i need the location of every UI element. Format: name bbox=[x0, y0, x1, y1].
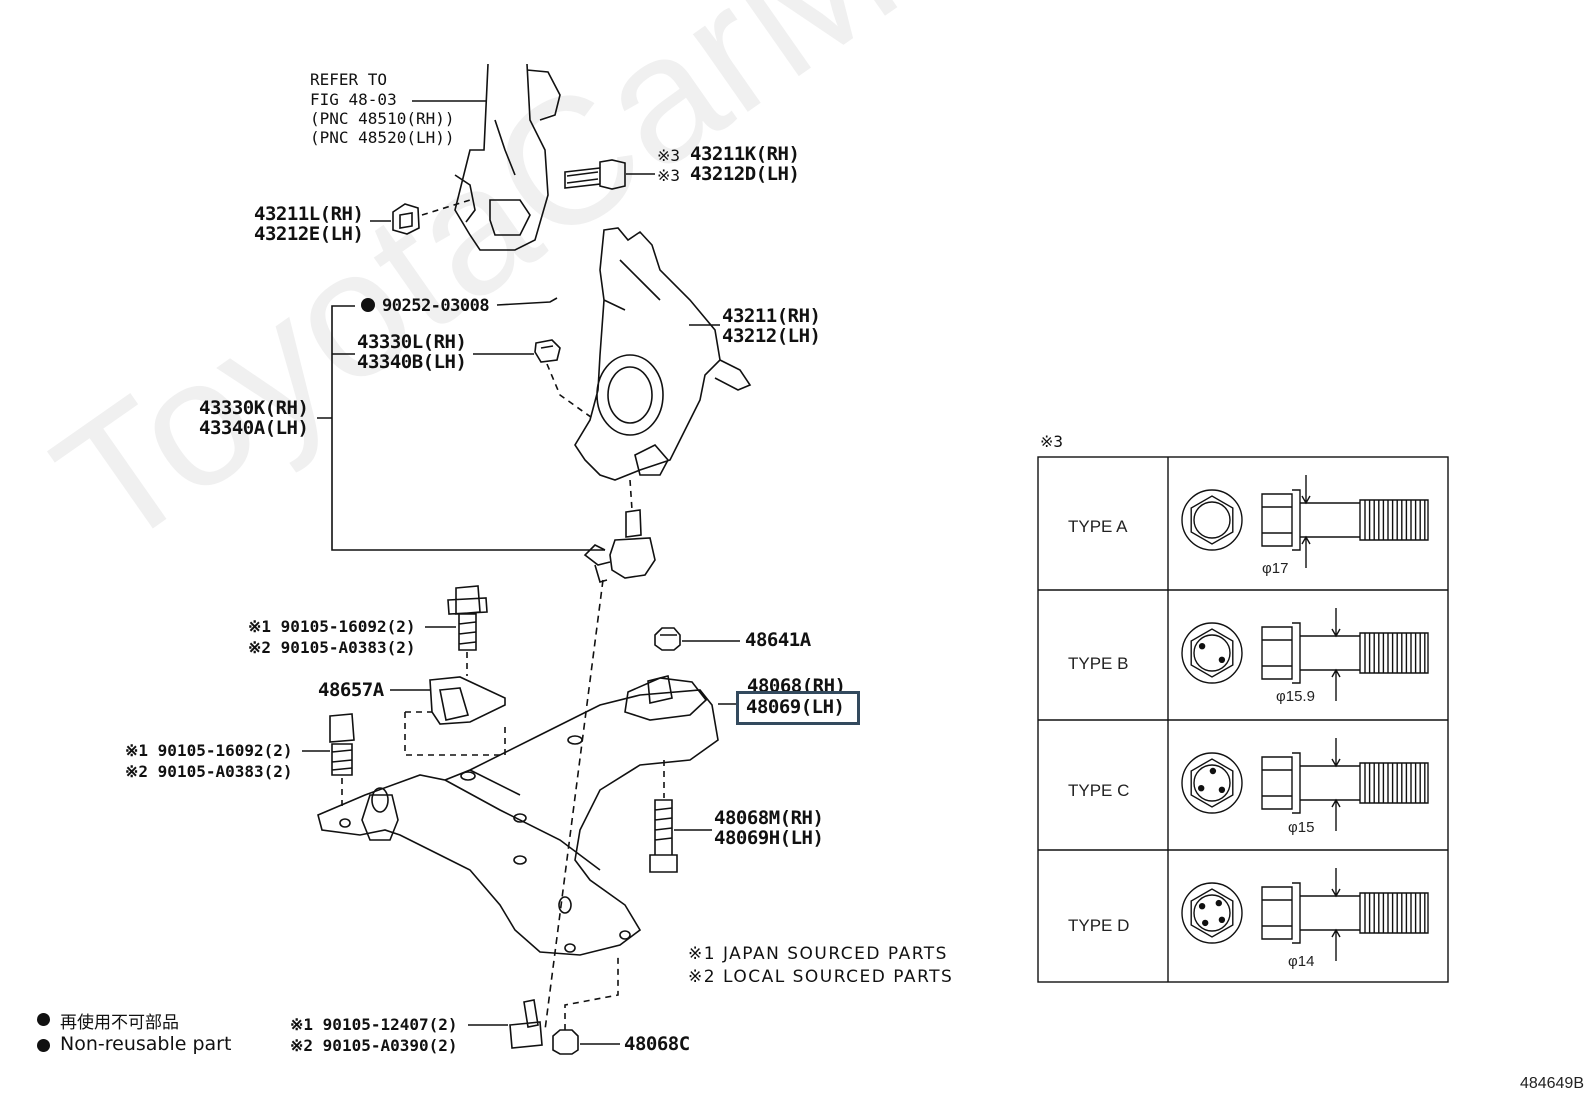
clip-drawing bbox=[534, 339, 561, 363]
refer-line-1: REFER TO bbox=[310, 70, 388, 89]
type-table-drawing bbox=[1037, 456, 1449, 983]
part-48068c[interactable]: 48068C bbox=[624, 1033, 690, 1055]
part-43211l[interactable]: 43211L(RH) bbox=[254, 203, 364, 225]
nut-48641a-drawing bbox=[654, 627, 681, 651]
nut-43211l-drawing bbox=[392, 203, 420, 235]
bolt-type-icon bbox=[1181, 868, 1429, 961]
part-90252[interactable]: 90252-03008 bbox=[382, 296, 490, 316]
part-43212d[interactable]: 43212D(LH) bbox=[690, 163, 800, 185]
refer-line-2: FIG 48-03 bbox=[310, 90, 397, 109]
table-mark: ※3 bbox=[1040, 432, 1064, 451]
bolt-bottom-jp[interactable]: ※1 90105-12407(2) bbox=[290, 1015, 458, 1034]
part-48068m[interactable]: 48068M(RH) bbox=[714, 807, 824, 829]
bolt-48068m-drawing bbox=[649, 799, 678, 873]
legend-jp: 再使用不可部品 bbox=[60, 1013, 179, 1033]
mark-3-a: ※3 bbox=[657, 146, 681, 165]
bolt-type-icon bbox=[1181, 475, 1429, 568]
part-48069h[interactable]: 48069H(LH) bbox=[714, 827, 824, 849]
bolt-bottom-drawing bbox=[509, 999, 543, 1049]
type-b-label: TYPE B bbox=[1068, 654, 1129, 673]
legend-dot-icon bbox=[37, 1013, 50, 1026]
mark-3-b: ※3 bbox=[657, 166, 681, 185]
type-d-dia: φ14 bbox=[1288, 953, 1315, 970]
knuckle-drawing bbox=[574, 227, 752, 481]
bolt-type-icon bbox=[1181, 738, 1429, 831]
part-43212e[interactable]: 43212E(LH) bbox=[254, 223, 364, 245]
part-43340b[interactable]: 43340B(LH) bbox=[357, 351, 467, 373]
lower-arm-drawing bbox=[317, 675, 719, 956]
bolt-43211k-drawing bbox=[564, 159, 626, 190]
strut-drawing bbox=[454, 63, 561, 251]
part-48657a[interactable]: 48657A bbox=[318, 679, 384, 701]
type-c-label: TYPE C bbox=[1068, 781, 1130, 800]
part-43212[interactable]: 43212(LH) bbox=[722, 325, 821, 347]
bracket-48657a-drawing bbox=[429, 676, 506, 725]
part-43330k[interactable]: 43330K(RH) bbox=[199, 397, 309, 419]
type-a-label: TYPE A bbox=[1068, 517, 1128, 536]
ball-joint-drawing bbox=[583, 509, 656, 583]
type-c-dia: φ15 bbox=[1288, 819, 1315, 836]
note-local-sourced: ※2 LOCAL SOURCED PARTS bbox=[688, 967, 954, 987]
refer-line-4: (PNC 48520(LH)) bbox=[310, 128, 455, 147]
bolt-left-local[interactable]: ※2 90105-A0383(2) bbox=[125, 762, 293, 781]
part-43211k[interactable]: 43211K(RH) bbox=[690, 143, 800, 165]
type-d-label: TYPE D bbox=[1068, 916, 1130, 935]
nut-48068c-drawing bbox=[552, 1029, 579, 1055]
type-b-dia: φ15.9 bbox=[1276, 688, 1315, 705]
part-43330l[interactable]: 43330L(RH) bbox=[357, 331, 467, 353]
bolt-bottom-local[interactable]: ※2 90105-A0390(2) bbox=[290, 1036, 458, 1055]
part-48069[interactable]: 48069(LH) bbox=[746, 696, 845, 718]
figure-id: 484649B bbox=[1519, 1075, 1584, 1092]
refer-line-3: (PNC 48510(RH)) bbox=[310, 109, 455, 128]
part-43211[interactable]: 43211(RH) bbox=[722, 305, 821, 327]
bolt-upper-local[interactable]: ※2 90105-A0383(2) bbox=[248, 638, 416, 657]
bolt-type-icon bbox=[1181, 608, 1429, 701]
bolt-upper-jp[interactable]: ※1 90105-16092(2) bbox=[248, 617, 416, 636]
legend-en: Non-reusable part bbox=[60, 1033, 232, 1055]
note-japan-sourced: ※1 JAPAN SOURCED PARTS bbox=[688, 944, 948, 964]
bolt-left-drawing bbox=[329, 713, 355, 776]
non-reusable-dot-icon bbox=[361, 298, 375, 312]
type-a-dia: φ17 bbox=[1262, 560, 1289, 577]
part-43340a[interactable]: 43340A(LH) bbox=[199, 417, 309, 439]
highlight-box bbox=[736, 691, 860, 725]
part-48641a[interactable]: 48641A bbox=[745, 629, 811, 651]
legend-dot-icon-2 bbox=[37, 1039, 50, 1052]
bolt-upper-drawing bbox=[447, 585, 488, 651]
bolt-left-jp[interactable]: ※1 90105-16092(2) bbox=[125, 741, 293, 760]
